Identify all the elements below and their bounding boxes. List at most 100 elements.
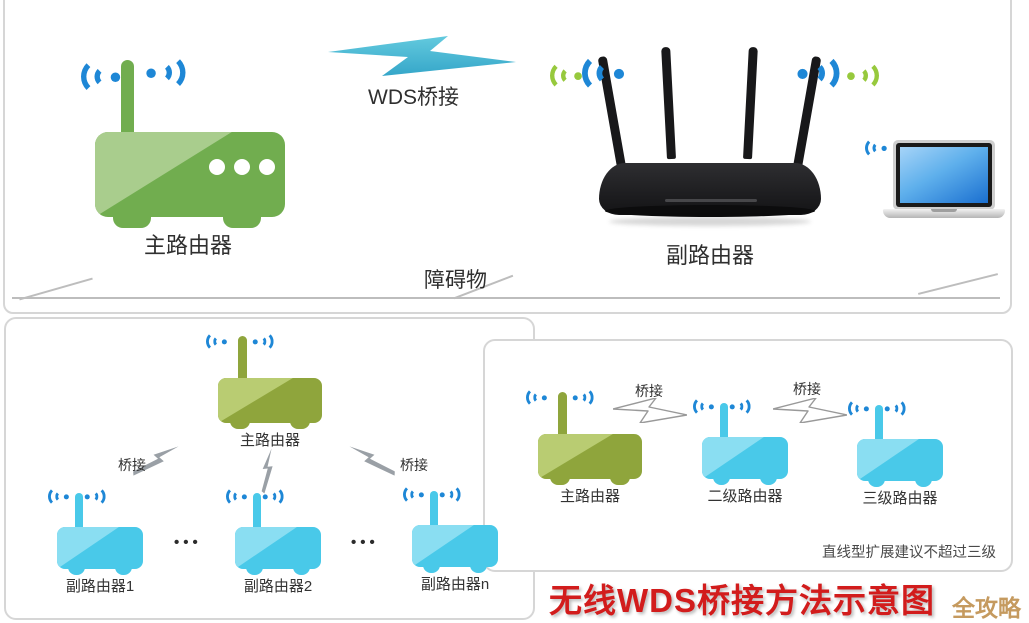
router-vent-slot	[665, 199, 757, 202]
router-body-shine	[857, 439, 919, 481]
wifi-signal-icon	[226, 485, 248, 508]
router-body-shine	[235, 527, 297, 569]
chain-main-router: 主路由器	[526, 387, 648, 510]
router-foot	[470, 565, 487, 573]
wds-lightning-bolt-icon	[328, 36, 516, 76]
star-right-bridge-label: 桥接	[400, 457, 428, 473]
main-router-green	[81, 47, 295, 232]
sub-router-2-label: 副路由器2	[243, 578, 313, 595]
watermark: 全攻略	[952, 595, 1021, 621]
ellipsis: •••	[174, 534, 202, 551]
router-body	[235, 527, 321, 569]
bridge-lightning-bolt-icon	[133, 446, 179, 476]
router-body-shine	[538, 434, 613, 479]
laptop-base-notch	[931, 209, 957, 212]
wifi-signal-icon	[526, 386, 548, 409]
router-body-shine	[218, 378, 293, 423]
sub-router-n-label: 副路由器n	[420, 576, 490, 593]
wifi-signal-icon	[848, 397, 870, 420]
chain-bridge-label-2: 桥接	[793, 381, 821, 397]
router-body-shine	[702, 437, 764, 479]
chain-topology-panel: 主路由器 桥接 二级路由器 桥接	[483, 339, 1013, 572]
chain-main-router-label: 主路由器	[559, 488, 620, 505]
router-foot	[868, 479, 885, 487]
laptop	[865, 132, 1005, 224]
router-antenna	[75, 493, 83, 531]
wifi-signal-icon	[796, 50, 840, 96]
router-antenna	[121, 60, 134, 138]
router-shadow	[609, 217, 811, 226]
router-body	[857, 439, 943, 481]
level2-router: 二级路由器	[693, 389, 788, 505]
chain-bridge-label-1: 桥接	[635, 383, 663, 399]
level3-router: 三级路由器	[848, 391, 943, 507]
wifi-signal-icon	[252, 330, 274, 353]
sub-router-n: 副路由器n	[403, 477, 498, 593]
obstacle-label: 障碍物	[424, 269, 487, 292]
level2-router-label: 二级路由器	[707, 488, 783, 505]
star-main-router: 主路由器	[206, 331, 328, 454]
router-foot	[290, 421, 310, 429]
router-antenna	[253, 493, 261, 531]
wifi-signal-icon	[884, 397, 906, 420]
laptop-base	[883, 209, 1005, 218]
router-body	[538, 434, 642, 479]
wifi-signal-icon	[693, 395, 715, 418]
router-base	[605, 205, 815, 217]
bridge-lightning-bolt-icon	[349, 446, 395, 476]
router-foot	[915, 479, 932, 487]
main-router-label: 主路由器	[143, 233, 232, 258]
page-title: 无线WDS桥接方法示意图	[549, 582, 935, 619]
wifi-signal-icon	[865, 136, 888, 160]
laptop-screen-frame	[893, 140, 995, 210]
router-body	[57, 527, 143, 569]
router-body	[412, 525, 498, 567]
router-leds	[209, 159, 275, 175]
router-foot	[610, 477, 630, 485]
router-body-shine	[57, 527, 119, 569]
router-foot	[230, 421, 250, 429]
router-foot	[423, 565, 440, 573]
router-foot	[115, 567, 132, 575]
bridge-lightning-bolt-icon	[261, 448, 273, 494]
wifi-signal-icon	[84, 485, 106, 508]
router-body	[702, 437, 788, 479]
star-left-bridge-label: 桥接	[118, 457, 146, 473]
router-antenna	[558, 392, 567, 436]
router-foot	[713, 477, 730, 485]
wifi-signal-icon	[582, 50, 626, 96]
chain-note: 直线型扩展建议不超过三级	[822, 545, 996, 561]
laptop-display	[900, 147, 988, 203]
router-antenna	[743, 46, 758, 160]
router-body	[218, 378, 322, 423]
wifi-signal-icon	[262, 485, 284, 508]
router-antenna	[430, 491, 438, 529]
wifi-signal-icon	[846, 58, 879, 93]
star-main-router-label: 主路由器	[239, 432, 300, 449]
sub-router-1: 副路由器1	[48, 479, 143, 595]
router-foot	[550, 477, 570, 485]
wifi-signal-icon	[550, 58, 583, 93]
star-topology-panel: 主路由器 桥接 桥接 副路由器1 •••	[4, 317, 535, 620]
secondary-router-label: 副路由器	[665, 243, 754, 268]
router-body	[95, 132, 285, 217]
secondary-router-black	[595, 45, 825, 240]
wifi-signal-icon	[48, 485, 70, 508]
router-antenna	[238, 336, 247, 380]
ellipsis: •••	[351, 534, 379, 551]
router-foot	[223, 215, 261, 228]
router-antenna	[875, 405, 883, 443]
router-foot	[246, 567, 263, 575]
router-foot	[113, 215, 151, 228]
sub-router-1-label: 副路由器1	[65, 578, 135, 595]
wds-bridge-label: WDS桥接	[368, 86, 459, 109]
bridge-lightning-bolt-icon	[613, 398, 687, 423]
bridge-lightning-bolt-icon	[773, 398, 847, 423]
router-foot	[760, 477, 777, 485]
wifi-signal-icon	[572, 386, 594, 409]
router-antenna	[720, 403, 728, 441]
router-foot	[293, 567, 310, 575]
router-body-shine	[412, 525, 474, 567]
router-foot	[68, 567, 85, 575]
